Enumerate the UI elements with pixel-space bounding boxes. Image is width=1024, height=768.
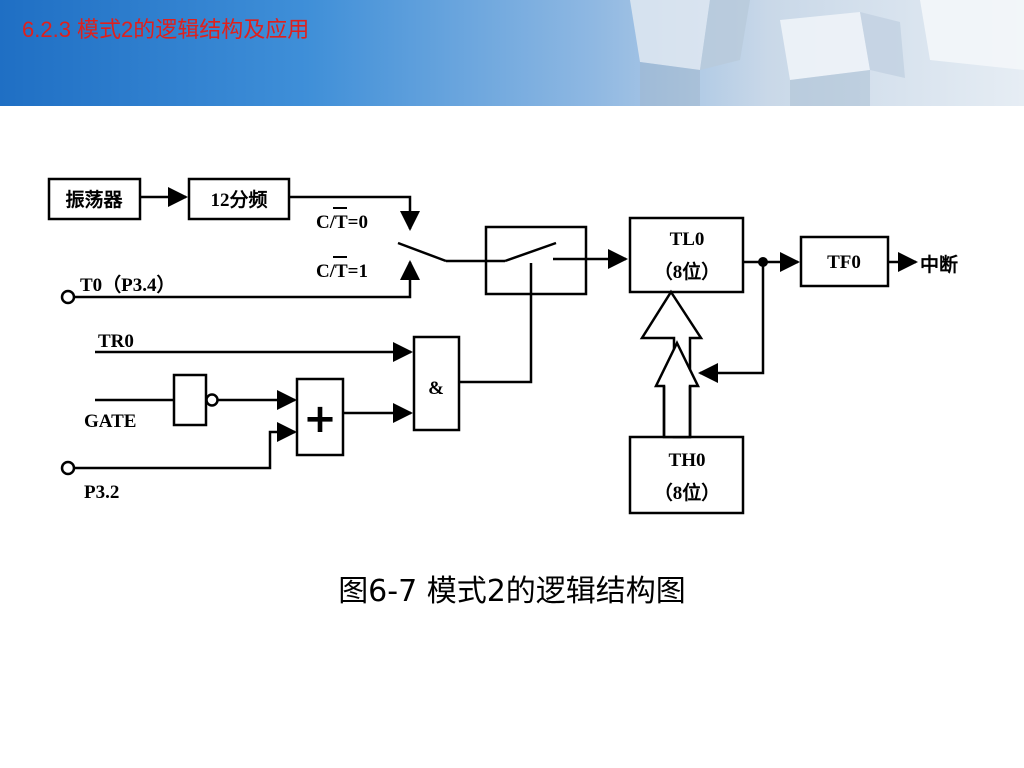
tr0-label: TR0 — [98, 331, 134, 352]
slide-title: 6.2.3 模式2的逻辑结构及应用 — [22, 17, 310, 42]
control-switch — [504, 241, 557, 263]
tf0-flag — [799, 235, 890, 288]
or-symbol: + — [303, 396, 337, 442]
control-switch-block — [484, 225, 588, 296]
divider-block — [187, 177, 291, 221]
figure-caption: 图6-7 模式2的逻辑结构图 — [338, 574, 686, 609]
divider-label: 12分频 — [210, 188, 267, 211]
ct1-label: C/T=1 — [316, 261, 368, 282]
tl0-name: TL0 — [670, 229, 705, 250]
and-gate — [412, 335, 461, 432]
tl0-register — [628, 216, 745, 294]
t0-terminal — [60, 289, 76, 305]
or-gate — [295, 377, 345, 457]
p32-label: P3.2 — [84, 482, 119, 503]
interrupt-label: 中断 — [920, 253, 958, 276]
t0-pin-label: T0（P3.4） — [80, 273, 176, 296]
wire-and-to-control — [459, 263, 533, 384]
reload-arrow-lower — [653, 340, 701, 439]
and-symbol: & — [428, 378, 444, 399]
oscillator-block — [47, 177, 142, 221]
tl0-bits: （8位） — [654, 260, 721, 283]
wire-t0-to-switch — [75, 260, 420, 299]
not-gate — [172, 373, 208, 427]
selector-switch — [397, 241, 447, 263]
oscillator-label: 振荡器 — [65, 188, 123, 211]
tf0-label: TF0 — [827, 252, 861, 273]
junction-dot — [758, 257, 768, 267]
ct0-label: C/T=0 — [316, 212, 368, 233]
wire-p32-to-or — [75, 422, 297, 470]
header-banner: 6.2.3 模式2的逻辑结构及应用 — [0, 0, 1024, 106]
decorative-cubes-image — [630, 0, 1024, 106]
gate-label: GATE — [84, 411, 136, 432]
wire-reload-feedback — [698, 262, 765, 383]
wire-divider-to-switch — [289, 195, 420, 231]
th0-bits: （8位） — [654, 481, 721, 504]
th0-name: TH0 — [669, 450, 706, 471]
p32-terminal — [60, 460, 76, 476]
not-gate-bubble — [205, 393, 219, 407]
